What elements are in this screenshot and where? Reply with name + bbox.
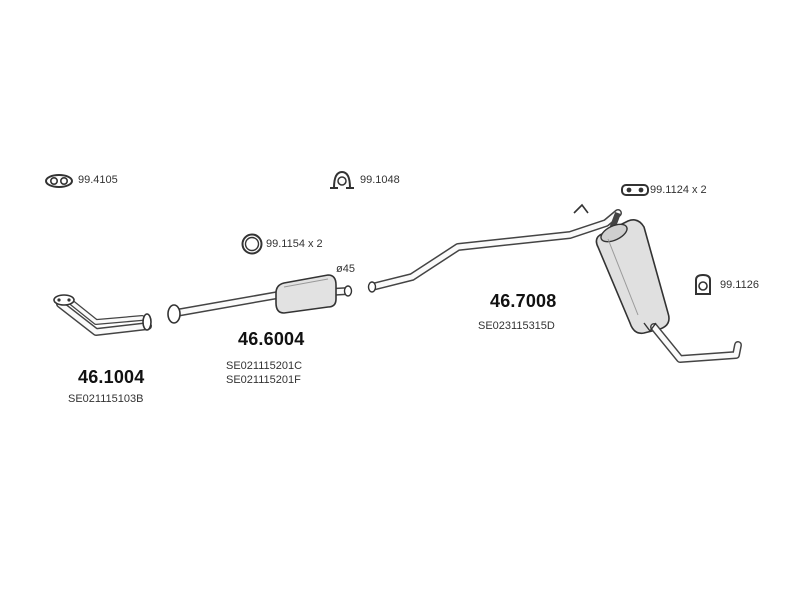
part-code-se023115315d: SE023115315D <box>478 320 555 332</box>
bracket-hanger-icon <box>695 273 711 295</box>
accessory-99-1126: 99.1126 <box>720 279 759 291</box>
part-code-se021115201f: SE021115201F <box>226 374 301 386</box>
pipe-diameter-label: ø45 <box>336 263 355 275</box>
u-bolt-clamp-icon <box>330 170 354 189</box>
rear-silencer-drawing <box>367 203 742 363</box>
accessory-99-4105: 99.4105 <box>78 174 118 186</box>
part-number-46-7008: 46.7008 <box>490 291 557 311</box>
part-number-46-6004: 46.6004 <box>238 329 305 349</box>
middle-silencer-drawing <box>167 274 353 324</box>
part-number-46-1004: 46.1004 <box>78 367 145 387</box>
accessory-99-1154: 99.1154 x 2 <box>266 238 323 250</box>
rubber-hanger-icon <box>621 184 649 196</box>
ring-gasket-icon <box>241 233 263 255</box>
clamp-icon <box>45 174 73 188</box>
accessory-99-1124: 99.1124 x 2 <box>650 184 707 196</box>
front-pipe-drawing <box>53 294 152 336</box>
accessory-99-1048: 99.1048 <box>360 174 400 186</box>
part-code-se021115103b: SE021115103B <box>68 393 144 405</box>
part-code-se021115201c: SE021115201C <box>226 360 303 372</box>
